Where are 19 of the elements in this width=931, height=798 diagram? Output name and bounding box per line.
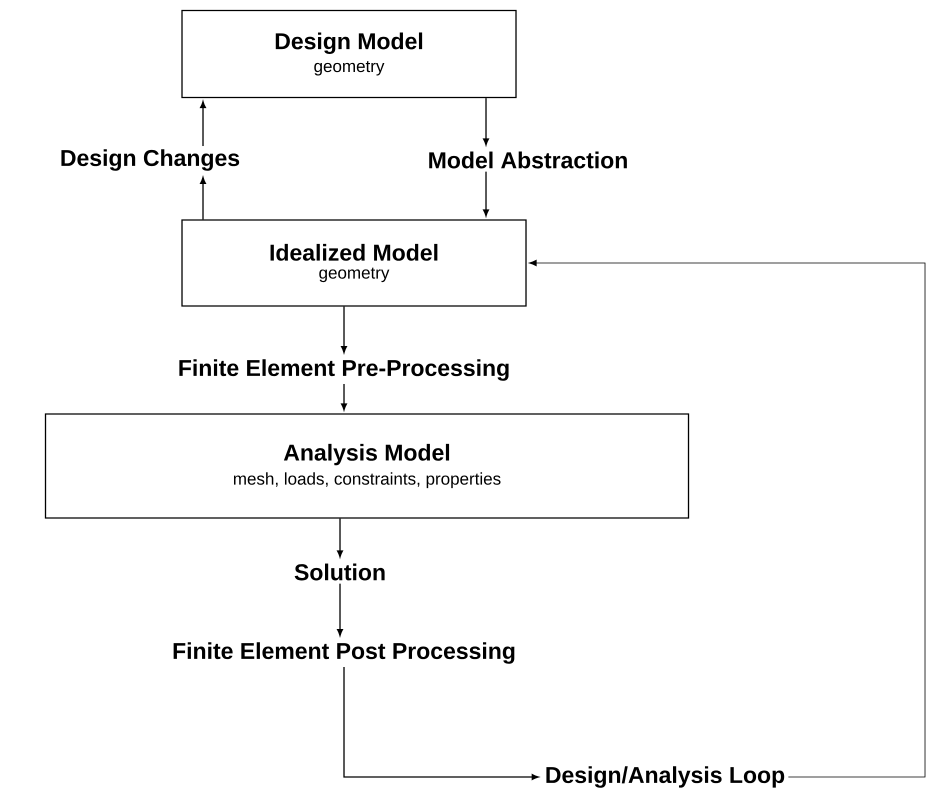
arrow (337, 584, 343, 636)
process-box: Design Model geometry (181, 10, 517, 98)
arrow (337, 518, 343, 558)
arrow (341, 306, 347, 354)
step-label: Model Abstraction (429, 152, 627, 168)
step-label: Finite Element Pre-Processing (179, 359, 509, 381)
arrow (200, 101, 206, 146)
arrow (483, 98, 489, 146)
step-label: Solution (294, 564, 385, 580)
process-box: Analysis Model mesh, loads, constraints, properties (44, 413, 690, 519)
arrow (343, 666, 539, 780)
arrow (341, 384, 347, 410)
arrow (200, 176, 206, 220)
step-label: Design Changes (61, 149, 240, 171)
arrow (528, 260, 926, 778)
step-label: Design/Analysis Loop (546, 766, 784, 788)
arrow (483, 172, 489, 216)
step-label: Finite Element Post Processing (174, 642, 514, 664)
process-box: Idealized Model geometry (181, 219, 527, 307)
